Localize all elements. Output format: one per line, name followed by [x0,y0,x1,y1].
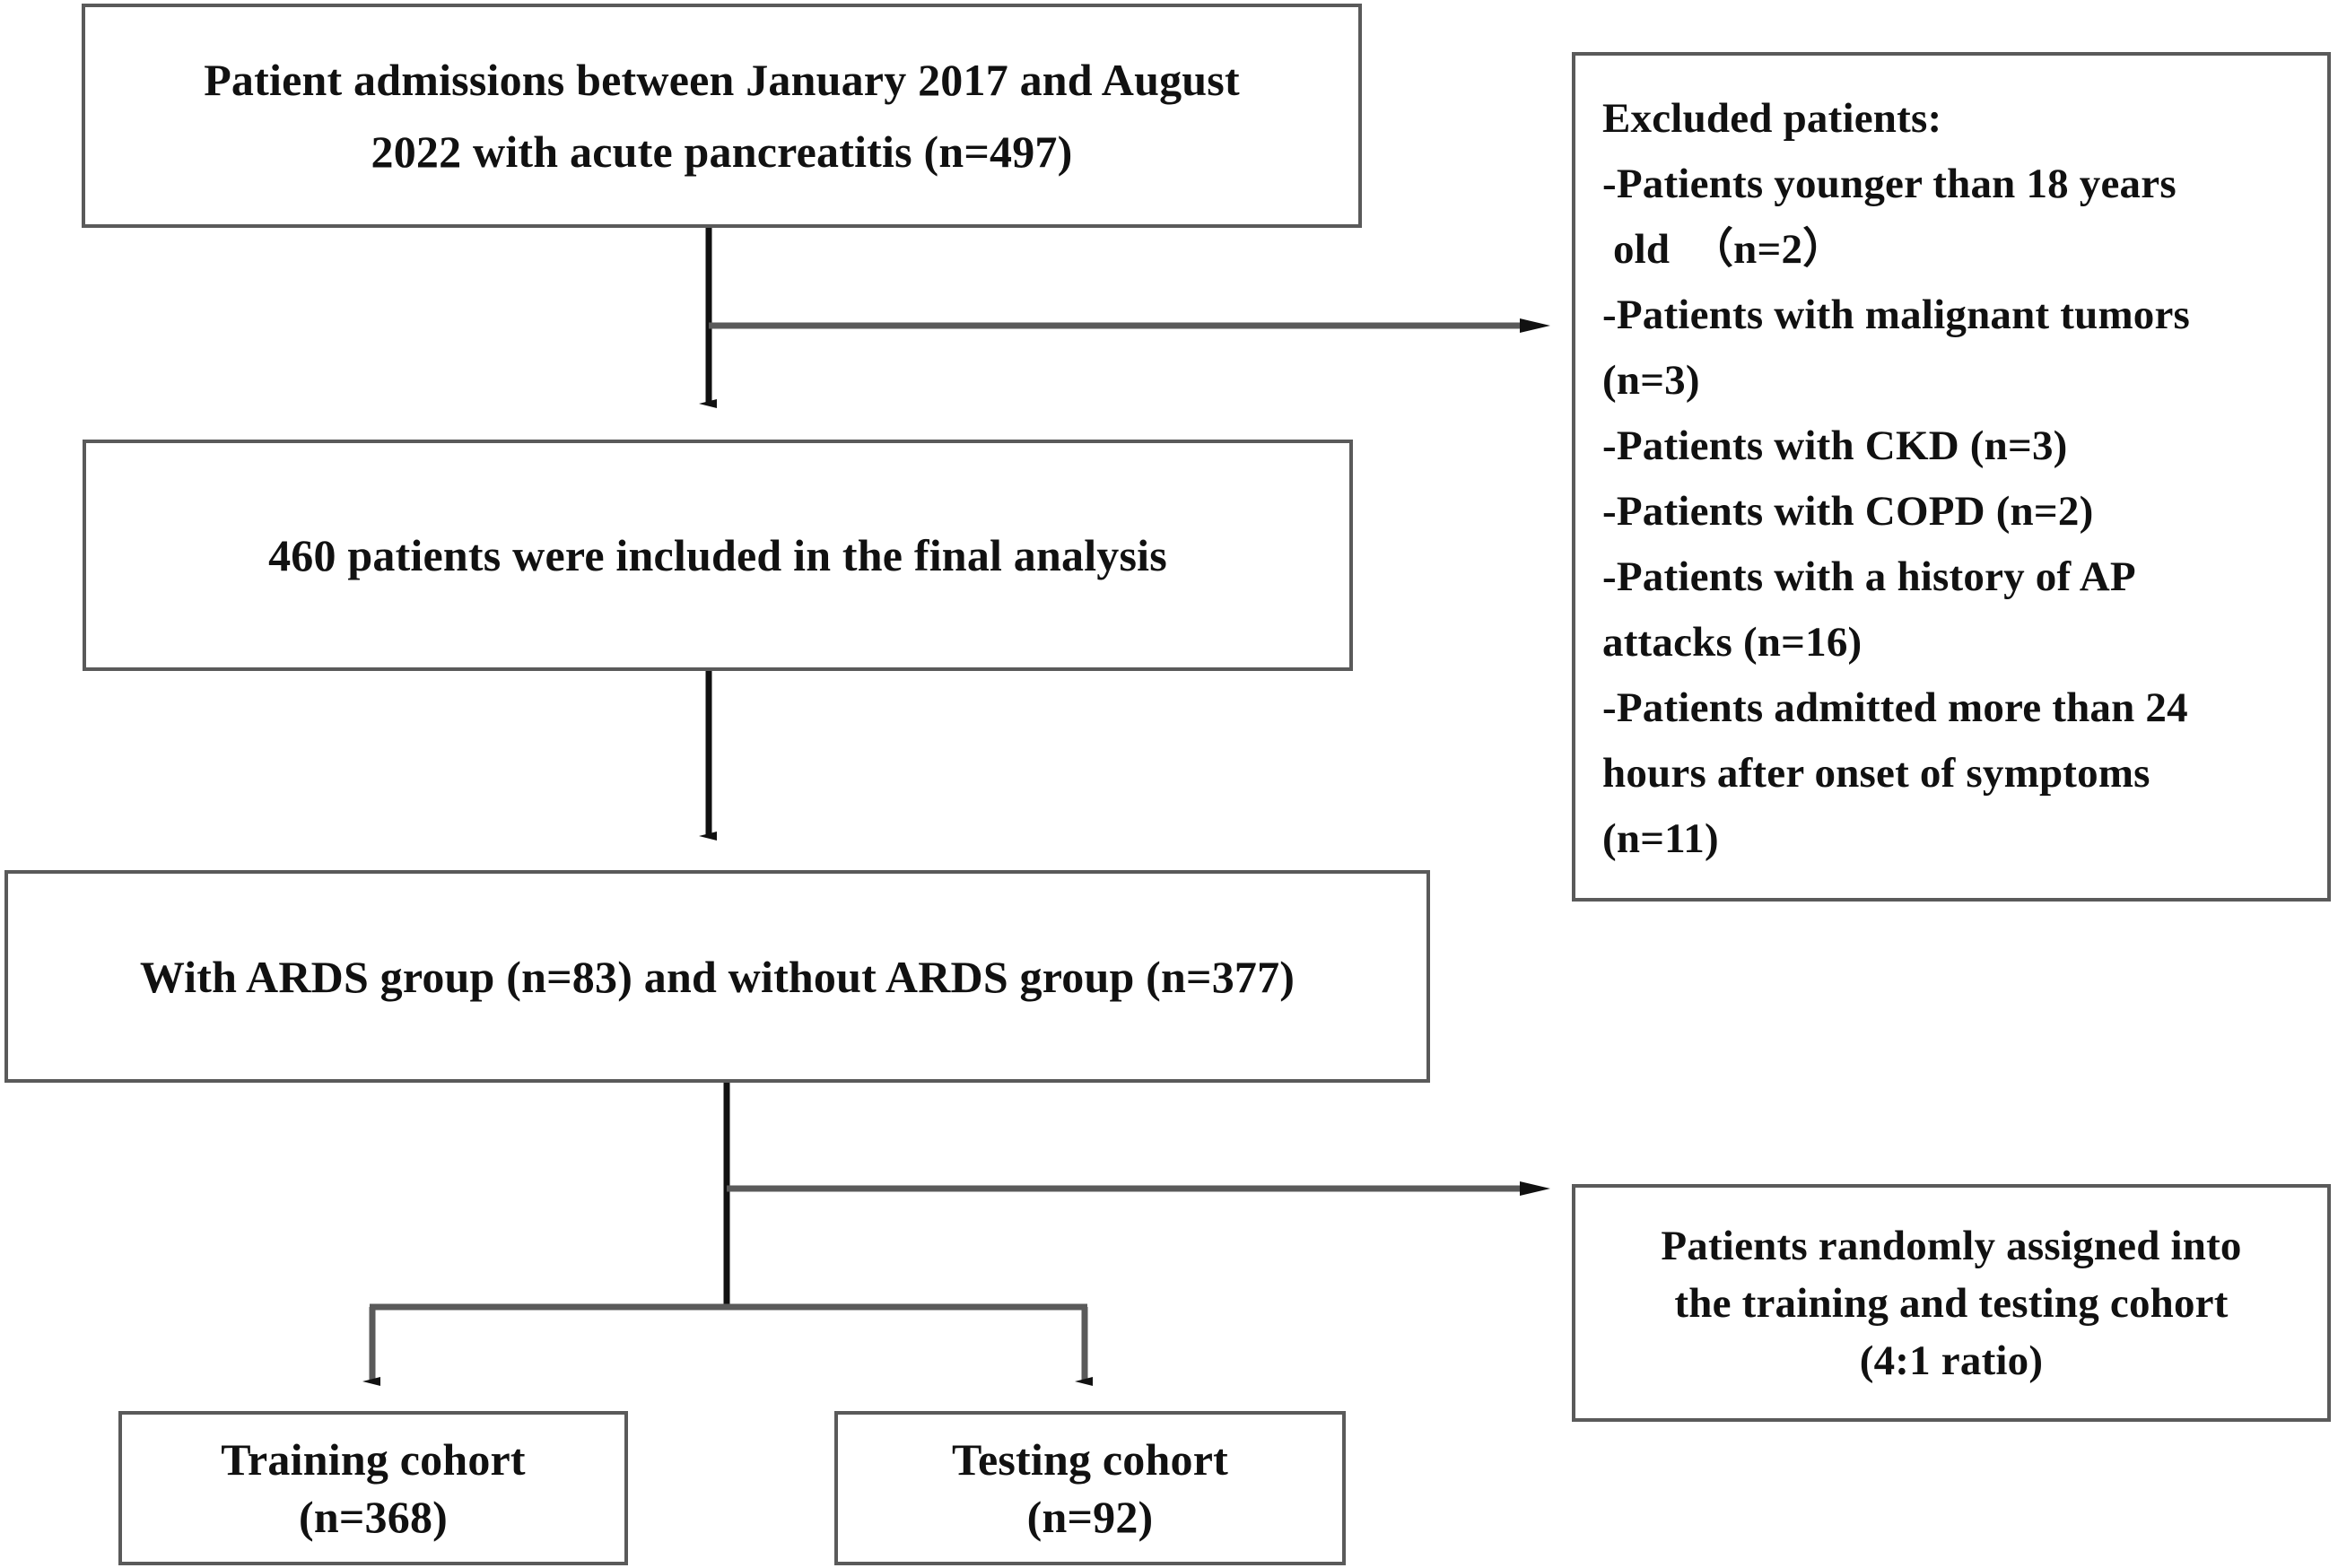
random-line-2: the training and testing cohort [1674,1279,2229,1327]
random-line-1: Patients randomly assigned into [1661,1222,2242,1269]
node-random-assignment-text: Patients randomly assigned into the train… [1575,1217,2327,1389]
node-patient-admissions[interactable]: Patient admissions between January 2017 … [82,4,1362,228]
admissions-line-1: Patient admissions between January 2017 … [204,55,1240,105]
testing-line-1: Testing cohort [952,1434,1228,1485]
testing-line-2: (n=92) [1026,1492,1154,1542]
excluded-item-0-line-2: old （n=2） [1602,226,1845,273]
random-line-3: (4:1 ratio) [1859,1337,2044,1384]
excluded-item-3-line-1: -Patients with COPD (n=2) [1602,488,2094,535]
excluded-item-5-line-3: (n=11) [1602,815,1719,862]
node-patient-admissions-text: Patient admissions between January 2017 … [85,44,1358,187]
node-random-assignment[interactable]: Patients randomly assigned into the train… [1572,1184,2331,1422]
node-excluded-patients[interactable]: Excluded patients: -Patients younger tha… [1572,52,2331,902]
included-line-1: 460 patients were included in the final … [268,530,1167,580]
admissions-line-2: 2022 with acute pancreatitis (n=497) [371,126,1073,177]
node-included-final-analysis[interactable]: 460 patients were included in the final … [83,440,1353,671]
excluded-item-4-line-1: -Patients with a history of AP [1602,553,2136,600]
training-line-1: Training cohort [221,1434,526,1485]
excluded-item-4-line-2: attacks (n=16) [1602,619,1863,666]
node-ards-groups-text: With ARDS group (n=83) and without ARDS … [8,945,1426,1008]
node-training-cohort-text: Training cohort (n=368) [122,1431,624,1546]
training-line-2: (n=368) [299,1492,448,1542]
node-testing-cohort-text: Testing cohort (n=92) [838,1431,1342,1546]
excluded-item-1-line-1: -Patients with malignant tumors [1602,292,2191,338]
excluded-item-5-line-2: hours after onset of symptoms [1602,750,2150,797]
node-training-cohort[interactable]: Training cohort (n=368) [118,1411,628,1565]
excluded-item-1-line-2: (n=3) [1602,357,1700,404]
node-ards-groups[interactable]: With ARDS group (n=83) and without ARDS … [4,870,1430,1083]
excluded-item-5-line-1: -Patients admitted more than 24 [1602,684,2188,731]
excluded-heading: Excluded patients: [1602,95,1942,142]
node-included-final-analysis-text: 460 patients were included in the final … [86,524,1349,587]
node-excluded-patients-text: Excluded patients: -Patients younger tha… [1575,56,2327,872]
node-testing-cohort[interactable]: Testing cohort (n=92) [834,1411,1346,1565]
excluded-item-0-line-1: -Patients younger than 18 years [1602,161,2177,207]
excluded-item-2-line-1: -Patients with CKD (n=3) [1602,422,2068,469]
groups-line-1: With ARDS group (n=83) and without ARDS … [139,951,1295,1002]
